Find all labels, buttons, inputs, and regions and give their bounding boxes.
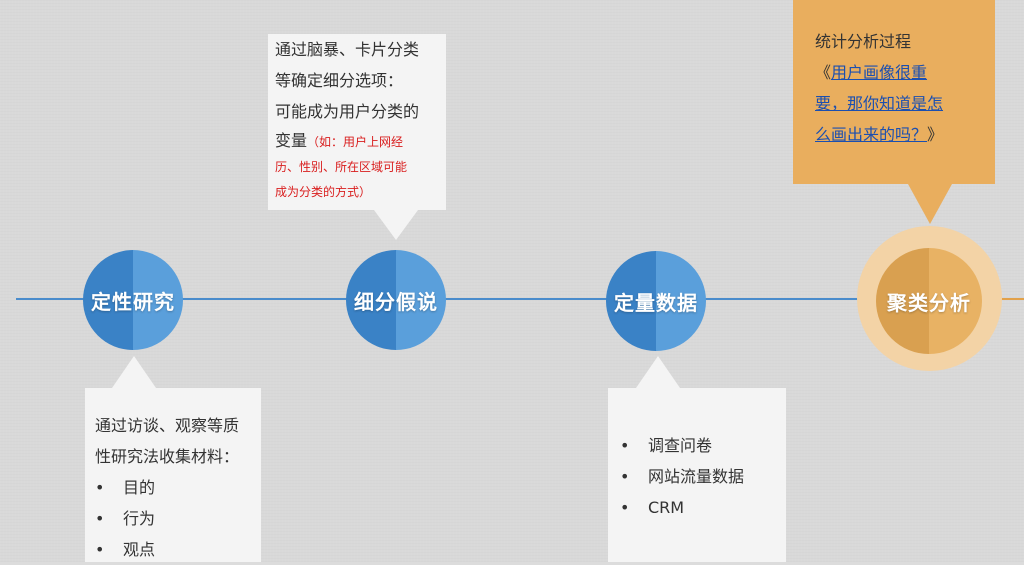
callout-text-line: 等确定细分选项： bbox=[275, 71, 404, 90]
callout-text-line: 可能成为用户分类的 bbox=[275, 102, 420, 121]
article-link[interactable]: 要，那你知道是怎 bbox=[815, 94, 944, 113]
bullet-list: 目的 行为 观点 bbox=[85, 472, 261, 565]
timeline-line-orange bbox=[996, 298, 1024, 300]
open-bracket: 《 bbox=[815, 63, 832, 82]
callout-pointer bbox=[112, 356, 156, 388]
node-left-half bbox=[346, 250, 396, 350]
node-label: 细分假说 bbox=[354, 289, 438, 314]
callout-text-line: 《用户画像很重 bbox=[815, 57, 995, 88]
callout-cluster: 统计分析过程 《用户画像很重 要，那你知道是怎 么画出来的吗？》 bbox=[793, 0, 995, 184]
callout-text-line: 变量（如：用户上网经 bbox=[275, 127, 446, 155]
node-qualitative-research: 定性研究 bbox=[83, 250, 183, 350]
callout-text-line: 性研究法收集材料： bbox=[95, 447, 240, 466]
node-left-half bbox=[83, 250, 133, 350]
callout-quantitative: 调查问卷 网站流量数据 CRM bbox=[608, 388, 786, 562]
callout-note-red: 成为分类的方式） bbox=[275, 185, 372, 199]
node-left-half bbox=[606, 251, 656, 351]
callout-text-line: 要，那你知道是怎 bbox=[815, 88, 995, 119]
list-item: 观点 bbox=[85, 534, 261, 565]
list-item: 目的 bbox=[85, 472, 261, 503]
callout-text: 变量 bbox=[275, 131, 308, 150]
callout-hypothesis: 通过脑暴、卡片分类 等确定细分选项： 可能成为用户分类的 变量（如：用户上网经 … bbox=[268, 34, 446, 210]
node-cluster-analysis: 聚类分析 bbox=[876, 248, 982, 354]
article-link[interactable]: 用户画像很重 bbox=[831, 63, 928, 82]
node-left-half bbox=[876, 248, 929, 354]
list-item: CRM bbox=[610, 492, 786, 523]
node-label: 定量数据 bbox=[614, 290, 698, 315]
node-label: 定性研究 bbox=[91, 289, 175, 314]
list-item: 网站流量数据 bbox=[610, 461, 786, 492]
close-bracket: 》 bbox=[927, 125, 944, 144]
article-link[interactable]: 么画出来的吗？ bbox=[815, 125, 928, 144]
callout-text-line: 通过访谈、观察等质 bbox=[95, 416, 240, 435]
node-quantitative-data: 定量数据 bbox=[606, 251, 706, 351]
node-segmentation-hypothesis: 细分假说 bbox=[346, 250, 446, 350]
bullet-list: 调查问卷 网站流量数据 CRM bbox=[610, 430, 786, 523]
node-label: 聚类分析 bbox=[887, 290, 971, 315]
list-item: 行为 bbox=[85, 503, 261, 534]
list-item: 调查问卷 bbox=[610, 430, 786, 461]
callout-pointer bbox=[636, 356, 680, 388]
callout-note-red: （如：用户上网经 bbox=[307, 135, 404, 149]
node-right-half bbox=[656, 251, 706, 351]
callout-text-line: 通过脑暴、卡片分类 bbox=[275, 40, 420, 59]
node-right-half bbox=[929, 248, 982, 354]
callout-text-line: 么画出来的吗？》 bbox=[815, 119, 995, 150]
callout-pointer bbox=[374, 210, 418, 240]
callout-title: 统计分析过程 bbox=[815, 32, 912, 51]
callout-note-red: 历、性别、所在区域可能 bbox=[275, 160, 408, 174]
callout-qualitative: 通过访谈、观察等质 性研究法收集材料： 目的 行为 观点 bbox=[85, 388, 261, 565]
node-right-half bbox=[133, 250, 183, 350]
callout-pointer bbox=[908, 184, 952, 224]
node-right-half bbox=[396, 250, 446, 350]
